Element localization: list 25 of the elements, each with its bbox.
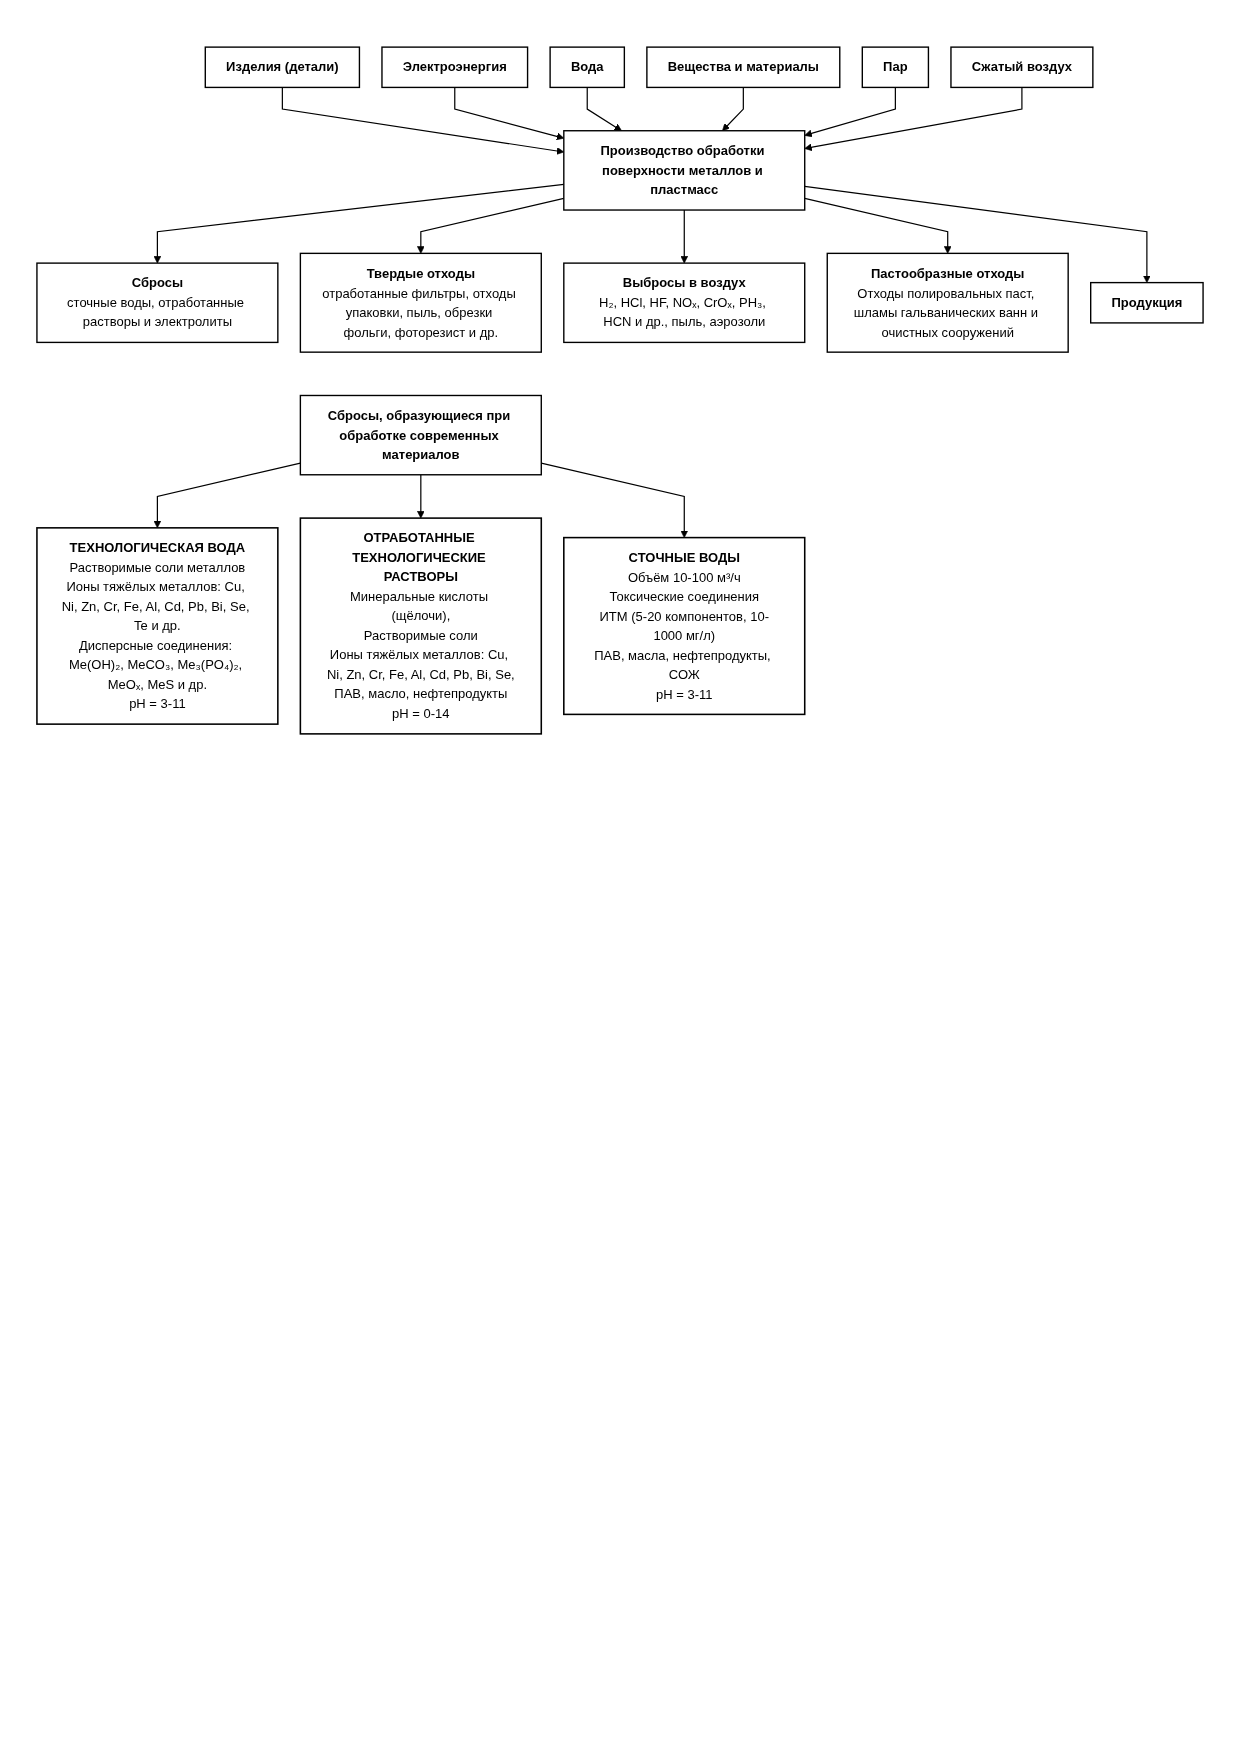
node-box: Сбросы, образующиеся при обработке современных материалов — [299, 394, 542, 476]
node-box: Пастообразные отходы Отходы полировальных паст, шламы гальванических ванн и очистных сооружений — [826, 252, 1069, 353]
arrow — [804, 86, 896, 138]
node-box: Пар — [861, 46, 930, 89]
node-box: Выбросы в воздух H₂, HCl, HF, NOₓ, CrOₓ, PH₃, HCN и др., пыль, аэрозоли — [563, 262, 806, 344]
node-box: Продукция — [1090, 281, 1204, 324]
node-box: Электроэнергия — [381, 46, 529, 89]
node-box: ОТРАБОТАННЫЕ ТЕХНОЛОГИЧЕСКИЕ РАСТВОРЫ Минеральные кислоты (щёлочи), Растворимые соли Ионы тяжёлых металлов: Cu, Ni, Zn, Cr, Fe, Al, Cd, Pb, Bi, Se, ПАВ, масло, нефтепродукты pH = 0-14 — [299, 517, 543, 735]
arrow — [417, 474, 425, 519]
arrow — [586, 86, 622, 132]
arrow — [804, 197, 952, 254]
node-box: Вода — [549, 46, 626, 89]
arrow — [680, 209, 689, 264]
node-box: Изделия (детали) — [204, 46, 361, 89]
node-box: ТЕХНОЛОГИЧЕСКАЯ ВОДА Растворимые соли металлов Ионы тяжёлых металлов: Cu, Ni, Zn, Cr, Fe, Al, Cd, Pb, Bi, Se, Te и др. Дисперсные соединения: Me(OH)₂, MeCO₃, Me₃(PO₄)₂, MeOₓ, MeS и др. pH = 3-11 — [36, 527, 279, 725]
arrow — [804, 86, 1023, 152]
node-box: Твердые отходы отработанные фильтры, отходы упаковки, пыль, обрезки фольги, фоторезист и др. — [299, 252, 542, 353]
node-box: Вещества и материалы — [646, 46, 841, 89]
arrow — [722, 86, 744, 132]
arrow — [153, 462, 301, 529]
node-box: СТОЧНЫЕ ВОДЫ Объём 10-100 м³/ч Токсические соединения ИТМ (5-20 компонентов, 10-1000 мг/л) ПАВ, масла, нефтепродукты, СОЖ pH = 3-11 — [563, 536, 806, 716]
arrow — [804, 185, 1151, 283]
node-box: Сбросы сточные воды, отработанные растворы и электролиты — [36, 262, 279, 344]
node-box: Производство обработки поверхности металлов и пластмасс — [563, 130, 806, 211]
node-box: Сжатый воздух — [950, 46, 1094, 89]
